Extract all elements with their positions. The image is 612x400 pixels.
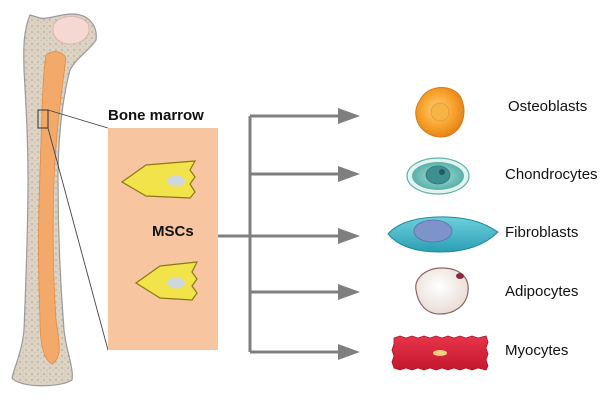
arrowhead xyxy=(338,228,360,244)
mscs-label: MSCs xyxy=(152,223,194,240)
chondrocytes-label: Chondrocytes xyxy=(505,166,598,183)
osteoblast-cell-icon xyxy=(416,87,464,136)
chondrocyte-cell-icon xyxy=(407,158,469,194)
fibroblast-cell-icon xyxy=(388,217,498,252)
arrowheads xyxy=(338,108,360,360)
osteoblasts-label: Osteoblasts xyxy=(508,98,587,115)
arrowhead xyxy=(338,344,360,360)
arrowhead xyxy=(338,108,360,124)
arrowhead xyxy=(338,166,360,182)
long-bone-illustration xyxy=(12,14,108,386)
arrowhead xyxy=(338,284,360,300)
differentiation-arrows xyxy=(218,116,340,352)
adipocyte-cell-icon xyxy=(416,268,468,314)
myocyte-cell-icon xyxy=(392,336,488,370)
adipocytes-label: Adipocytes xyxy=(505,283,578,300)
bone-head-cartilage xyxy=(53,17,89,45)
myocytes-label: Myocytes xyxy=(505,342,568,359)
bone-marrow-label: Bone marrow xyxy=(108,107,204,124)
fibroblasts-label: Fibroblasts xyxy=(505,224,578,241)
